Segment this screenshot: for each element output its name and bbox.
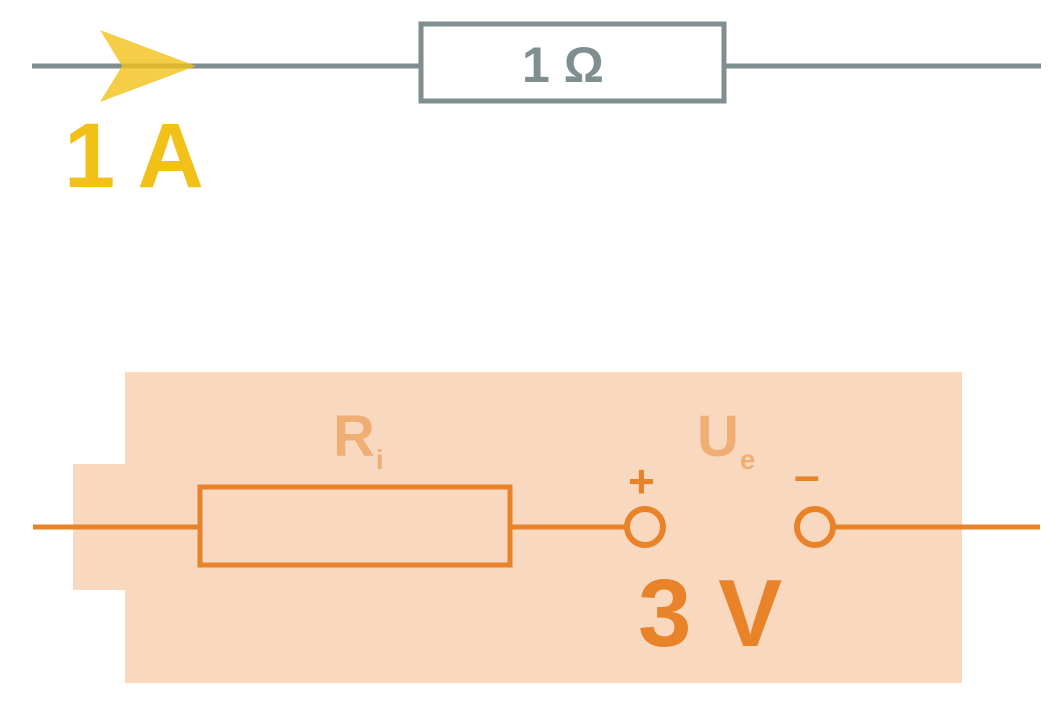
internal-resistance-label: Ri (333, 408, 384, 473)
source-voltage-subscript: e (739, 443, 756, 475)
current-label: 1 A (64, 105, 204, 207)
voltage-label: 3 V (638, 560, 783, 667)
internal-resistance-subscript: i (375, 443, 384, 475)
terminal-minus (794, 506, 836, 548)
internal-resistor (197, 484, 513, 568)
internal-resistance-main: R (333, 404, 375, 469)
terminal-plus (624, 506, 666, 548)
load-resistor (418, 21, 727, 104)
source-voltage-label: Ue (697, 408, 755, 473)
current-arrow-icon (100, 30, 196, 102)
source-voltage-main: U (697, 404, 739, 469)
load-resistance-label: 1 Ω (522, 37, 604, 93)
terminal-plus-sign: + (628, 455, 655, 507)
terminal-minus-sign: – (794, 449, 820, 501)
